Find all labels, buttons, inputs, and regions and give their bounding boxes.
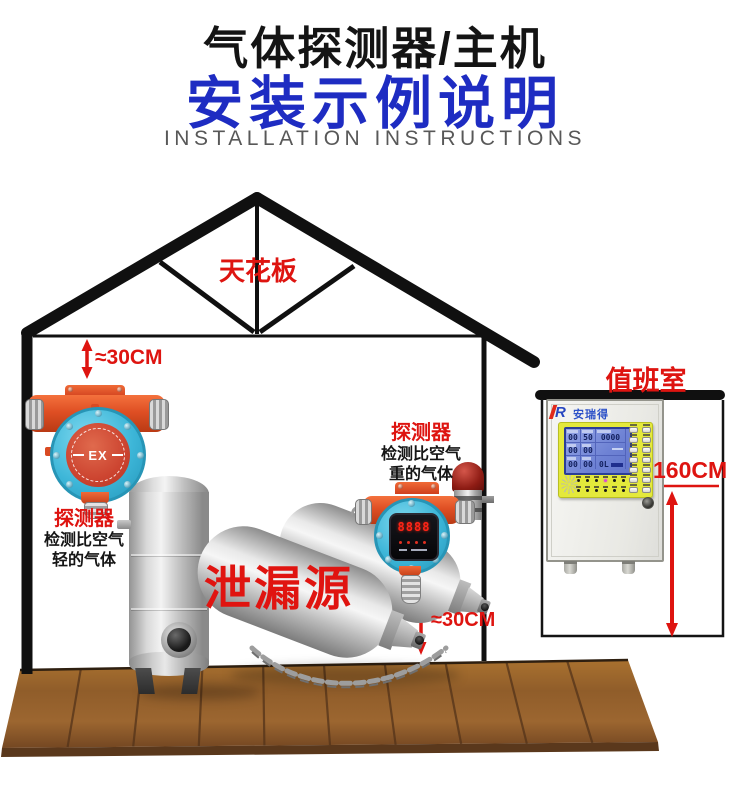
panel-button xyxy=(629,447,638,453)
status-led xyxy=(604,489,607,492)
status-led xyxy=(613,479,616,482)
panel-button xyxy=(629,467,638,473)
leak-source-label: 泄漏源 xyxy=(204,562,354,615)
status-led xyxy=(622,489,625,492)
panel-button xyxy=(642,437,651,443)
status-led xyxy=(595,489,598,492)
side-port-cap xyxy=(455,500,475,524)
lcd-value: 00 xyxy=(568,460,578,469)
floor-clearance-dimension: ≈30CM xyxy=(431,609,496,631)
lcd-screen: 00 50 0000 00 00 00 00 0L xyxy=(564,427,632,475)
side-port-cap xyxy=(25,399,44,430)
panel-keypad-face: 00 50 0000 00 00 00 00 0L xyxy=(558,422,653,498)
status-led xyxy=(586,489,589,492)
gas-detector-left: EX xyxy=(25,378,195,528)
page-title: 气体探测器/主机 xyxy=(203,23,547,74)
tank-side-port xyxy=(117,520,131,529)
roof-right-slope xyxy=(251,192,540,368)
lcd-value: 00 xyxy=(583,460,593,469)
lcd-value: 00 xyxy=(568,433,578,442)
tank-shadow xyxy=(140,684,260,700)
display-reading: 8888 xyxy=(397,520,431,534)
detector-title: 探测器 xyxy=(54,508,114,530)
floor-front-edge xyxy=(1,742,659,757)
tank-sight-glass xyxy=(161,622,197,658)
lcd-value: 0000 xyxy=(600,433,621,442)
panel-button xyxy=(642,467,651,473)
page-subtitle: 安装示例说明 xyxy=(186,72,564,136)
speaker-grille-icon xyxy=(561,475,578,494)
siren-bracket xyxy=(480,496,494,503)
ceiling-label: 天花板 xyxy=(218,256,297,286)
panel-button xyxy=(642,487,651,493)
duty-room-label: 值班室 xyxy=(605,366,687,396)
panel-button xyxy=(629,477,638,483)
panel-button xyxy=(642,457,651,463)
detector-title: 探测器 xyxy=(391,422,451,444)
detector-bezel: EX xyxy=(50,407,146,503)
status-led xyxy=(613,489,616,492)
panel-button xyxy=(629,437,638,443)
panel-height-dimension: 160CM xyxy=(653,457,728,483)
siren-dome xyxy=(452,462,484,492)
side-port-cap xyxy=(149,399,169,430)
left-detector-label: 探测器 检测比空气 轻的气体 xyxy=(34,507,134,570)
lcd-value: 0L xyxy=(599,460,609,469)
status-led xyxy=(586,479,589,482)
status-led xyxy=(577,489,580,492)
house-frame xyxy=(21,192,540,674)
cable-gland xyxy=(622,561,635,574)
detector-display: 8888 xyxy=(389,513,439,561)
mount-bracket xyxy=(395,482,439,494)
ceiling-clearance-dimension: ≈30CM xyxy=(95,346,163,369)
panel-button xyxy=(629,457,638,463)
status-led xyxy=(577,479,580,482)
ex-face: EX xyxy=(66,423,130,487)
panel-button xyxy=(642,427,651,433)
truss-right-strut xyxy=(258,263,356,335)
mount-bracket xyxy=(65,385,125,398)
sensor-head xyxy=(84,502,108,519)
vertical-gas-tank xyxy=(117,476,215,694)
wood-floor xyxy=(1,658,659,757)
cable-gland xyxy=(564,561,577,574)
panel-button xyxy=(629,427,638,433)
panel-button xyxy=(642,447,651,453)
cabinet-lock xyxy=(642,497,654,509)
status-led xyxy=(622,479,625,482)
status-led xyxy=(595,479,598,482)
gas-detector-right: 8888 xyxy=(355,480,490,610)
detector-bezel: 8888 xyxy=(374,498,450,574)
ex-marking: EX xyxy=(88,448,108,463)
right-detector-label: 探测器 检测比空气 重的气体 xyxy=(371,421,471,484)
status-led xyxy=(604,479,607,482)
brand-name: 安瑞得 xyxy=(573,409,609,421)
lcd-value: 00 xyxy=(568,446,578,455)
side-port-cap xyxy=(355,499,372,525)
sensor-head xyxy=(401,575,421,604)
brand-logo: R xyxy=(555,404,566,421)
lcd-value: 00 xyxy=(583,446,593,455)
roof-left-slope xyxy=(21,192,263,339)
panel-button xyxy=(642,477,651,483)
panel-button xyxy=(629,487,638,493)
duty-room-outline xyxy=(535,390,725,638)
lcd-value: 50 xyxy=(583,433,593,442)
page-subtitle-en: INSTALLATION INSTRUCTIONS xyxy=(163,127,587,150)
truss-left-strut xyxy=(158,259,256,335)
alarm-control-panel: R 安瑞得 00 50 0000 00 00 00 00 0L xyxy=(546,399,664,574)
